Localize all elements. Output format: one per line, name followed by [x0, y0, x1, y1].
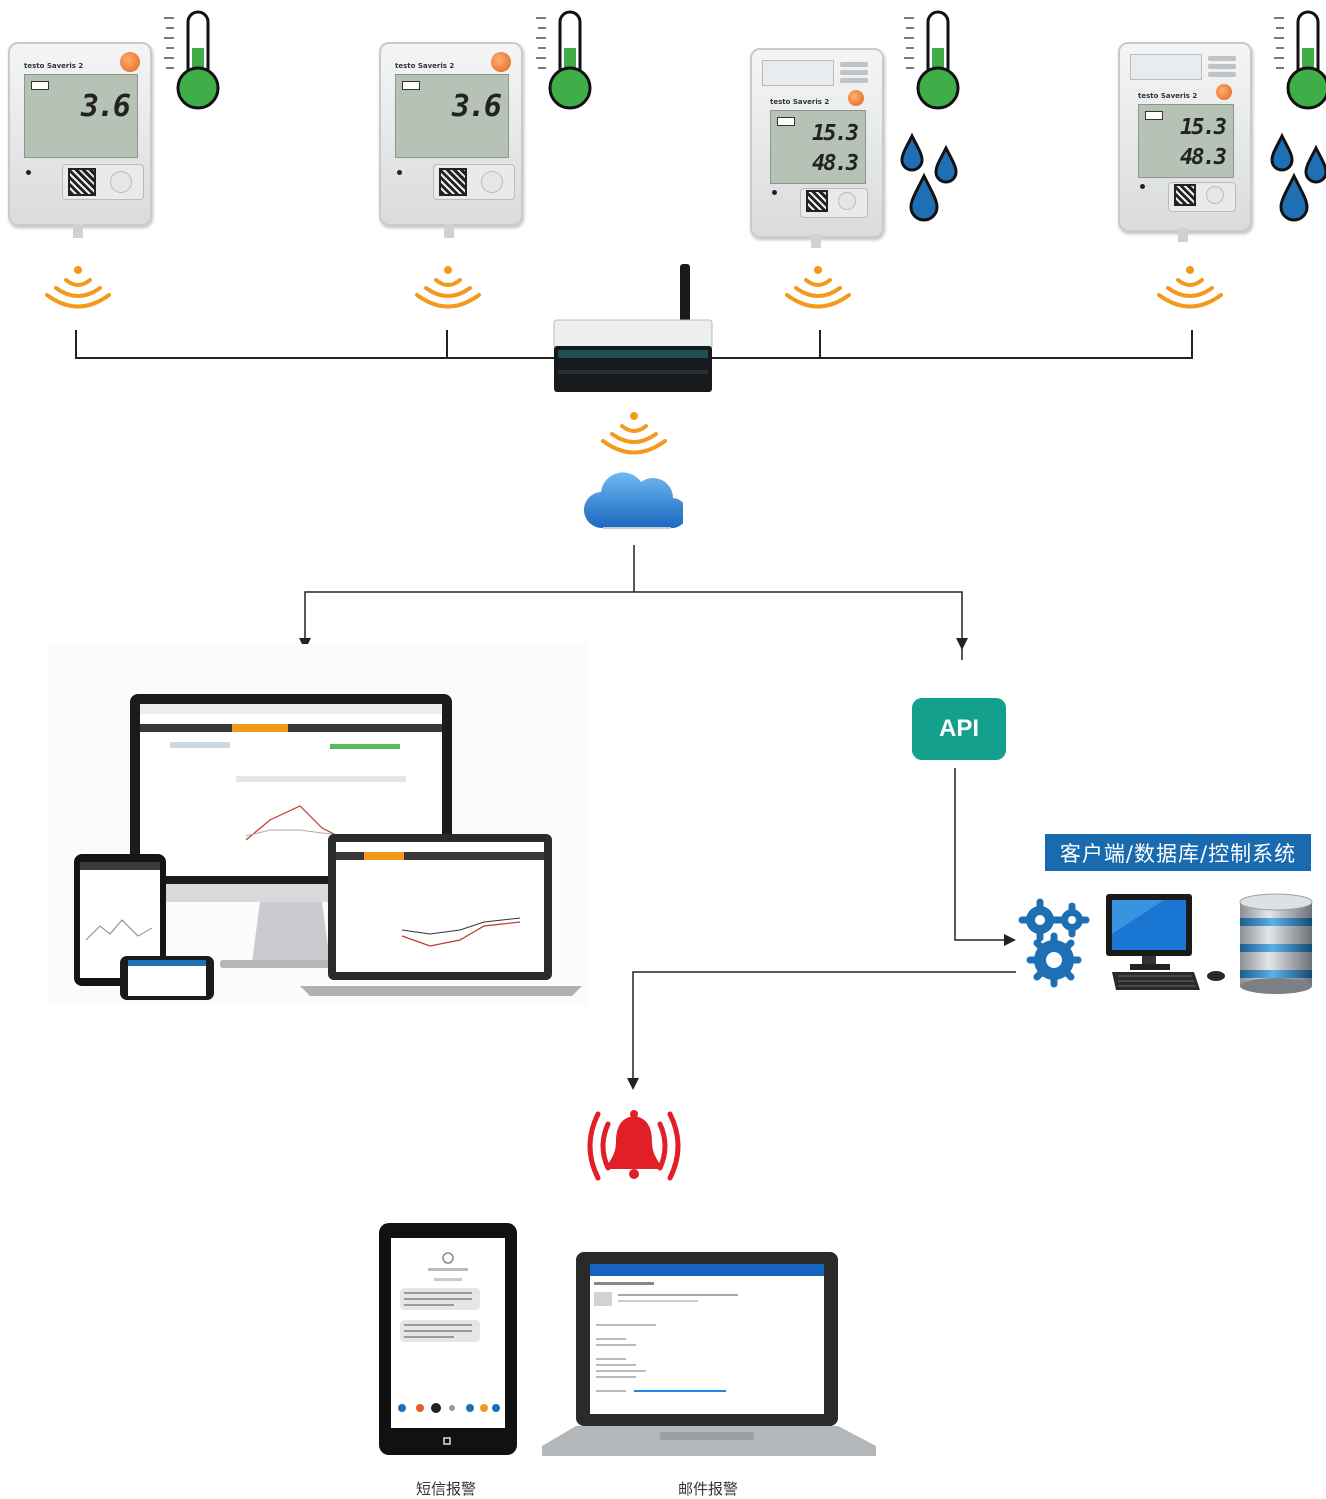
qr-code-icon: [1174, 184, 1196, 206]
email-laptop-illustration: [542, 1252, 876, 1456]
temperature-value: 3.6: [451, 89, 502, 124]
testo-logo-icon: [491, 52, 511, 72]
lcd-display: 3.6: [395, 74, 509, 158]
devices-illustration: [74, 694, 582, 1000]
device-button: [110, 171, 132, 193]
qr-code-icon: [806, 190, 828, 212]
temperature-logger-1: testo Saveris 2 3.6: [8, 42, 152, 226]
battery-icon: [777, 117, 795, 126]
qr-code-icon: [68, 168, 96, 196]
wifi-signal-icon: [45, 266, 111, 309]
sms-alarm-caption: 短信报警: [416, 1480, 477, 1498]
device-button: [1206, 186, 1224, 204]
testo-logo-icon: [1216, 84, 1232, 100]
cloud-icon: [583, 472, 683, 529]
cloud-branch-line: [304, 545, 963, 660]
temperature-value: 15.3: [812, 121, 859, 146]
thermometer-icon: [904, 10, 960, 110]
device-button: [481, 171, 503, 193]
systems-label: 客户端/数据库/控制系统: [1045, 834, 1311, 871]
device-brand: testo Saveris 2: [24, 62, 84, 70]
testo-logo-icon: [120, 52, 140, 72]
wifi-signal-icon: [601, 412, 667, 455]
wifi-signal-icon: [415, 266, 481, 309]
gears-icon: [1018, 898, 1090, 988]
sms-phone-illustration: [379, 1223, 517, 1455]
thermometer-icon: [536, 10, 592, 110]
device-brand: testo Saveris 2: [770, 98, 830, 106]
lcd-display: 15.3 48.3: [770, 110, 866, 184]
lcd-display: 3.6: [24, 74, 138, 158]
device-brand: testo Saveris 2: [395, 62, 455, 70]
testo-logo-icon: [848, 90, 864, 106]
wifi-signal-icon: [1157, 266, 1223, 309]
battery-icon: [1145, 111, 1163, 120]
temperature-value: 3.6: [80, 89, 131, 124]
temperature-humidity-logger-1: testo Saveris 2 15.3 48.3: [750, 48, 884, 238]
battery-icon: [402, 81, 420, 90]
database-icon: [1239, 893, 1313, 994]
lcd-display: 15.3 48.3: [1138, 104, 1234, 178]
battery-icon: [31, 81, 49, 90]
temperature-humidity-logger-2: testo Saveris 2 15.3 48.3: [1118, 42, 1252, 232]
api-box: API: [912, 698, 1006, 760]
device-brand: testo Saveris 2: [1138, 92, 1198, 100]
thermometer-icon: [164, 10, 220, 110]
qr-code-icon: [439, 168, 467, 196]
temperature-value: 15.3: [1180, 115, 1227, 140]
device-button: [838, 192, 856, 210]
alarm-bell-icon: [587, 1110, 681, 1181]
humidity-value: 48.3: [1180, 145, 1227, 170]
wifi-signal-icon: [785, 266, 851, 309]
temperature-logger-2: testo Saveris 2 3.6: [379, 42, 523, 226]
computer-icon: [1106, 894, 1225, 990]
humidity-value: 48.3: [812, 151, 859, 176]
email-alarm-caption: 邮件报警: [678, 1480, 739, 1498]
router-icon: [553, 264, 713, 392]
water-drops-icon: [1270, 132, 1326, 222]
api-to-systems-line: [954, 768, 1005, 941]
thermometer-icon: [1274, 10, 1326, 110]
water-drops-icon: [900, 132, 958, 222]
systems-to-alarm-line: [632, 971, 1016, 1078]
